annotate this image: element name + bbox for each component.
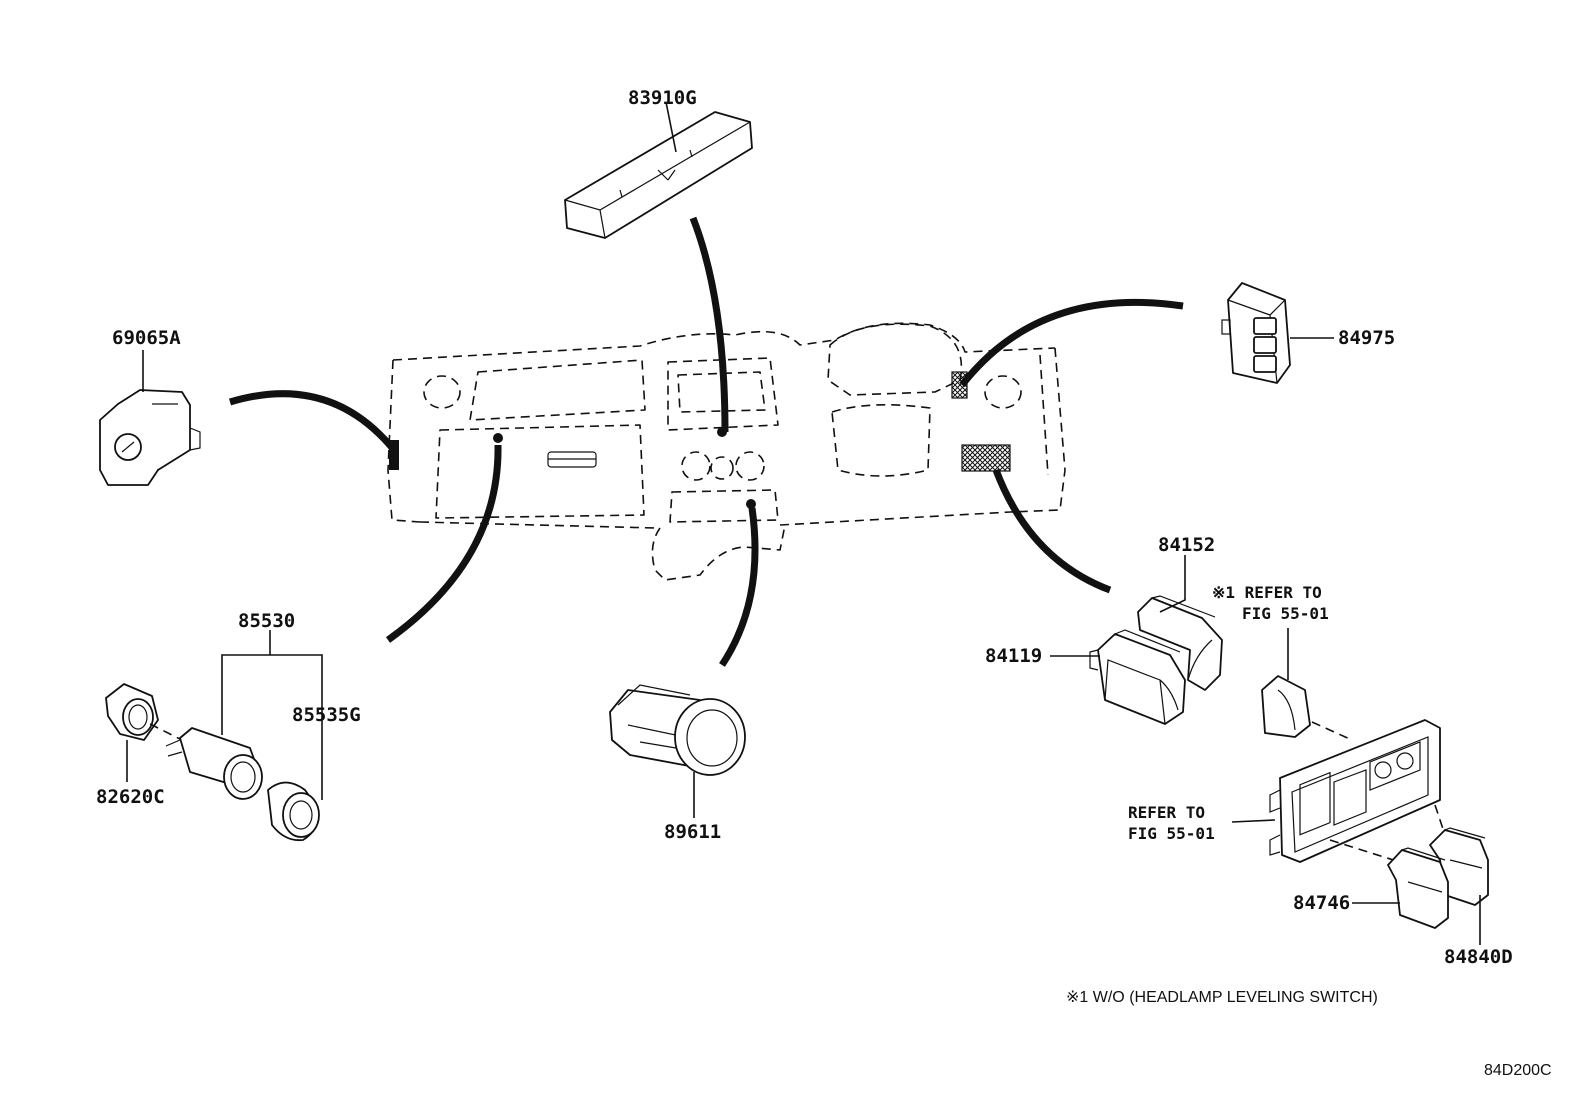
side-location-marker: [389, 440, 399, 470]
part-number-84746: 84746: [1293, 892, 1350, 914]
refer-note-line1: REFER TO: [1128, 803, 1205, 822]
switch-part-84746: [1387, 847, 1449, 929]
switch-part-84119: [1089, 629, 1186, 725]
switch-part-84975: [1221, 282, 1291, 384]
outlet-cap-85535g: [267, 781, 320, 842]
switch-part-84152: [1137, 595, 1223, 691]
location-markers: [389, 371, 1011, 509]
location-dot-console: [746, 499, 756, 509]
part-number-82620c: 82620C: [96, 786, 165, 808]
refer-note-marked-line2: FIG 55-01: [1242, 604, 1329, 623]
part-number-84119: 84119: [985, 645, 1042, 667]
dashboard-outline: [387, 322, 1066, 581]
part-number-84975: 84975: [1338, 327, 1395, 349]
part-number-69065a: 69065A: [112, 327, 181, 349]
switch-panel-bezel: [1269, 719, 1441, 863]
switch-part-83910g: [564, 111, 753, 239]
hatched-location-marker-b: [961, 444, 1011, 472]
cigarette-lighter-85530: [165, 727, 263, 800]
figure-id: 84D200C: [1484, 1062, 1552, 1079]
part-number-89611: 89611: [664, 821, 721, 843]
refer-note-line2: FIG 55-01: [1128, 824, 1215, 843]
part-number-85530: 85530: [238, 610, 295, 632]
ignition-switch-89611: [609, 684, 746, 776]
power-outlet-69065a: [99, 389, 201, 486]
part-number-84840d: 84840D: [1444, 946, 1513, 968]
lighter-socket-82620c: [105, 683, 159, 741]
part-number-83910g: 83910G: [628, 87, 697, 109]
footnote: ※1 W/O (HEADLAMP LEVELING SWITCH): [1066, 989, 1378, 1006]
location-leaders: [228, 216, 1184, 667]
location-dot-glovebox: [493, 433, 503, 443]
refer-note-marked-line1: ※1 REFER TO: [1212, 583, 1322, 602]
switch-part-leveling: [1261, 675, 1311, 738]
part-number-85535g: 85535G: [292, 704, 361, 726]
part-number-84152: 84152: [1158, 534, 1215, 556]
